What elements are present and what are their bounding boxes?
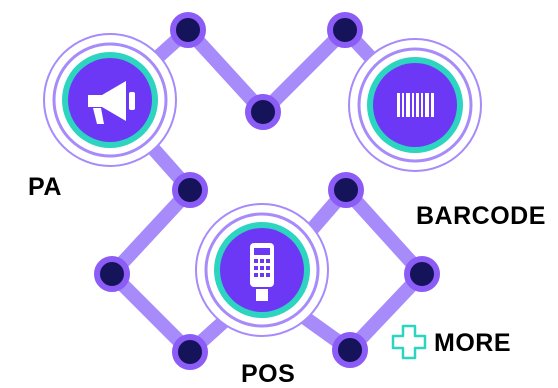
barcode-label: BARCODE — [416, 202, 546, 230]
node-low-left — [94, 256, 130, 292]
node-mid-left — [172, 172, 208, 208]
node-mid-right — [328, 172, 364, 208]
plus-outline-icon — [391, 324, 427, 360]
pos-hub — [195, 203, 329, 337]
megaphone-icon — [88, 81, 135, 124]
node-bottom-right — [332, 332, 368, 368]
node-bottom-left — [172, 334, 208, 370]
barcode-hub — [348, 38, 482, 172]
more-label: MORE — [434, 329, 511, 357]
node-top-right — [327, 12, 363, 48]
pa-label: PA — [28, 173, 62, 201]
barcode-icon — [397, 93, 434, 117]
node-top-left — [170, 12, 206, 48]
pos-label: POS — [241, 360, 296, 388]
pa-hub — [43, 33, 177, 167]
node-low-right — [404, 256, 440, 292]
network-nodes — [94, 12, 440, 370]
card-terminal-icon — [250, 243, 274, 301]
node-top-center — [245, 94, 281, 130]
